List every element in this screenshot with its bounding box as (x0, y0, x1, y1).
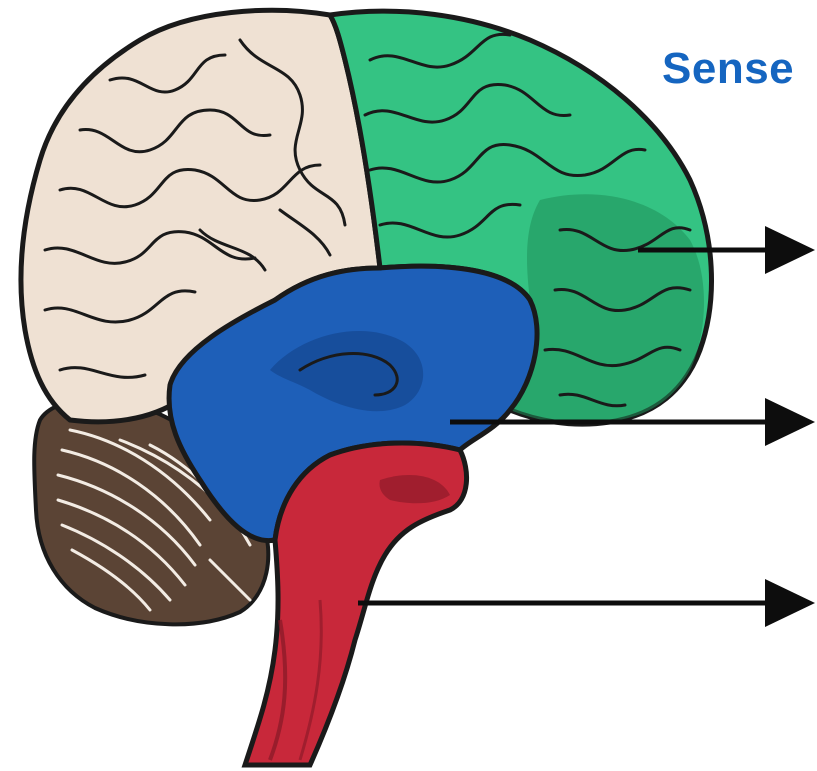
arrow-brainstem (358, 579, 815, 627)
diagram-title: Sense (662, 44, 794, 94)
